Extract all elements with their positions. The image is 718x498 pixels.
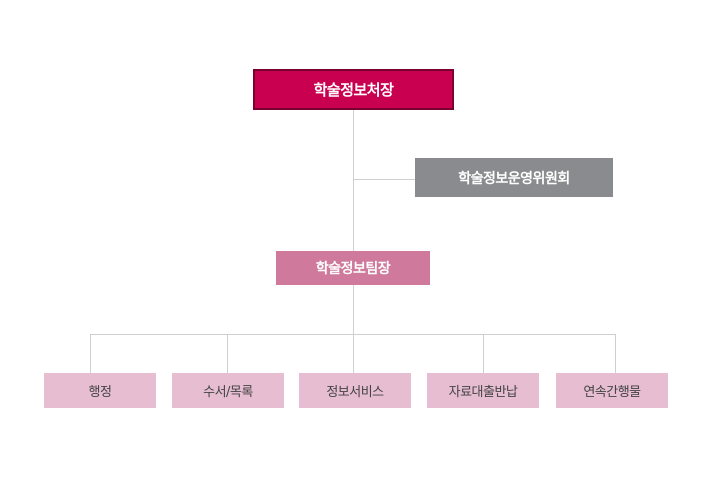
connector-head-to-team: [353, 110, 354, 251]
connector-unit-3: [353, 334, 354, 373]
connector-unit-1: [90, 334, 91, 373]
connector-team-to-units: [353, 285, 354, 334]
connector-unit-2: [227, 334, 228, 373]
unit-box-administration: 행정: [44, 373, 156, 408]
connector-committee: [353, 179, 415, 180]
committee-box: 학술정보운영위원회: [415, 158, 613, 197]
unit-box-circulation: 자료대출반납: [427, 373, 539, 408]
team-lead-box: 학술정보팀장: [276, 251, 430, 285]
unit-box-acquisition-cataloging: 수서/목록: [172, 373, 284, 408]
unit-box-serials: 연속간행물: [556, 373, 668, 408]
head-box: 학술정보처장: [253, 69, 454, 110]
connector-unit-4: [483, 334, 484, 373]
unit-box-information-service: 정보서비스: [299, 373, 411, 408]
connector-unit-5: [615, 334, 616, 373]
